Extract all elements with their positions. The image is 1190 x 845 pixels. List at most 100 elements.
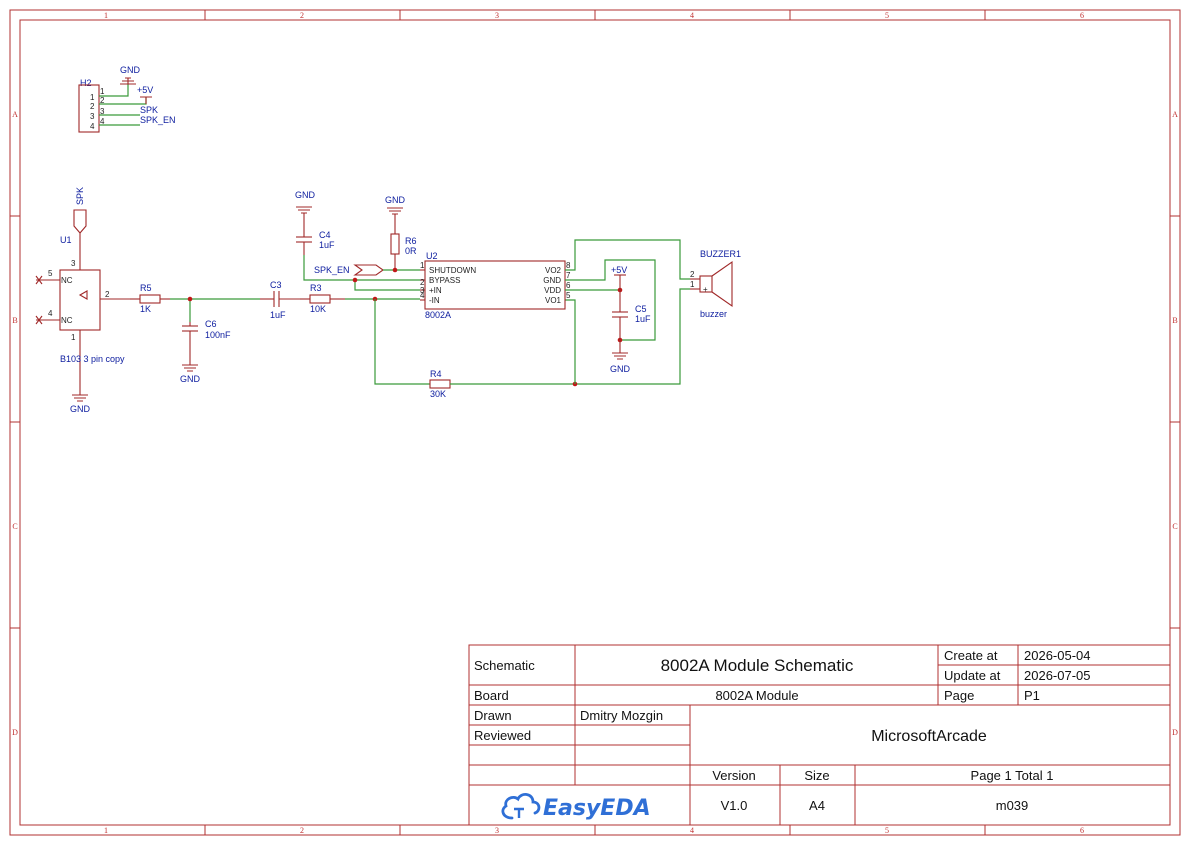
r6-resistor[interactable]: GND R6 0R <box>385 195 417 270</box>
nc-label: NC <box>61 316 73 325</box>
col-label: 3 <box>495 11 499 20</box>
tb-drawn-label: Drawn <box>474 708 512 723</box>
tb-drawn-value: Dmitry Mozgin <box>580 708 663 723</box>
tb-reviewed-label: Reviewed <box>474 728 531 743</box>
tb-board-label: Board <box>474 688 509 703</box>
col-label: 5 <box>885 826 889 835</box>
u1-net-spk: SPK <box>75 187 85 205</box>
row-label: C <box>12 522 17 531</box>
buzzer[interactable]: BUZZER1 2 1 + buzzer <box>690 249 741 319</box>
ic-pin-label: -IN <box>429 296 440 305</box>
r4-ref: R4 <box>430 369 442 379</box>
r5-ref: R5 <box>140 283 152 293</box>
c5-value: 1uF <box>635 314 651 324</box>
c4-value: 1uF <box>319 240 335 250</box>
r5-resistor[interactable]: R5 1K <box>130 283 170 314</box>
wire <box>450 288 690 385</box>
net-gnd: GND <box>120 65 141 75</box>
ic-pin-label: VO2 <box>545 266 562 275</box>
row-label: C <box>1172 522 1177 531</box>
c3-capacitor[interactable]: C3 1uF <box>260 280 300 320</box>
wire <box>565 259 656 341</box>
c3-value: 1uF <box>270 310 286 320</box>
ic-pin-label: +IN <box>429 286 442 295</box>
row-label: A <box>12 110 18 119</box>
pin-number: 6 <box>566 281 571 290</box>
c6-capacitor[interactable]: C6 100nF GND <box>180 319 231 384</box>
col-label: 4 <box>690 11 694 20</box>
pin-number: 4 <box>48 309 53 318</box>
r3-ref: R3 <box>310 283 322 293</box>
pin-number: 1 <box>690 280 695 289</box>
col-label: 1 <box>104 826 108 835</box>
row-label: B <box>12 316 17 325</box>
net-flag-spk-en[interactable]: SPK_EN <box>314 264 384 276</box>
r6-ref: R6 <box>405 236 417 246</box>
nc-label: NC <box>61 276 73 285</box>
buzzer-value: buzzer <box>700 309 727 319</box>
title-block: Schematic 8002A Module Schematic Create … <box>468 644 1171 826</box>
wire <box>303 255 420 281</box>
ic-pin-label: VDD <box>544 286 561 295</box>
tb-size-value: A4 <box>809 798 825 813</box>
row-label: D <box>12 728 18 737</box>
ic-8002a[interactable]: U2 1 2 3 4 SHUTDOWN BYPASS +IN -IN VO2 G… <box>420 251 571 320</box>
r3-resistor[interactable]: R3 10K <box>300 283 345 314</box>
r6-value: 0R <box>405 246 417 256</box>
wire <box>374 299 430 385</box>
c5-vcc: +5V <box>611 265 627 275</box>
buzzer-ref: BUZZER1 <box>700 249 741 259</box>
pin-number: 2 <box>420 278 425 287</box>
r3-value: 10K <box>310 304 326 314</box>
spk-en-label: SPK_EN <box>314 265 350 275</box>
pin-number: 8 <box>566 261 571 270</box>
r4-resistor[interactable]: R4 30K <box>429 369 451 399</box>
tb-board-value: 8002A Module <box>715 688 798 703</box>
wire <box>565 239 690 280</box>
connector-h2[interactable]: H2 1 2 3 4 1 2 3 4 GND +5V SPK SPK_EN <box>78 65 176 133</box>
col-label: 3 <box>495 826 499 835</box>
col-label: 6 <box>1080 11 1084 20</box>
u1-part: B103 3 pin copy <box>60 354 125 364</box>
pin-number: 3 <box>100 107 105 116</box>
c6-gnd: GND <box>180 374 201 384</box>
c6-value: 100nF <box>205 330 231 340</box>
c5-capacitor[interactable]: +5V C5 1uF GND <box>610 265 651 374</box>
pin-number: 1 <box>90 93 95 102</box>
pin-number: 7 <box>566 271 571 280</box>
col-label: 2 <box>300 826 304 835</box>
tb-page-total: Page 1 Total 1 <box>971 768 1054 783</box>
pin-number: 2 <box>100 96 105 105</box>
wire <box>354 280 420 291</box>
pin-number: 2 <box>690 270 695 279</box>
ic-pin-label: BYPASS <box>429 276 460 285</box>
net-spk: SPK <box>140 105 158 115</box>
tb-schematic-title: 8002A Module Schematic <box>661 656 854 675</box>
col-label: 2 <box>300 11 304 20</box>
u1-ref: U1 <box>60 235 72 245</box>
ic-pin-label: GND <box>543 276 561 285</box>
wire <box>565 299 576 384</box>
r6-gnd: GND <box>385 195 406 205</box>
c3-ref: C3 <box>270 280 282 290</box>
pin-number: 5 <box>48 269 53 278</box>
tb-page-label: Page <box>944 688 974 703</box>
c6-ref: C6 <box>205 319 217 329</box>
u1-pot[interactable]: SPK U1 3 5 NC 4 NC 2 1 B103 3 pin copy G… <box>35 187 130 414</box>
pin-number: 2 <box>90 102 95 111</box>
tb-create-date: 2026-05-04 <box>1024 648 1091 663</box>
tb-doc-id: m039 <box>996 798 1029 813</box>
tb-update-date: 2026-07-05 <box>1024 668 1091 683</box>
ic-name: 8002A <box>425 310 451 320</box>
col-label: 6 <box>1080 826 1084 835</box>
tb-schematic-label: Schematic <box>474 658 535 673</box>
h2-ref: H2 <box>80 78 92 88</box>
row-label: A <box>1172 110 1178 119</box>
pin-number: 3 <box>90 112 95 121</box>
pin-number: 4 <box>90 122 95 131</box>
pin-number: 3 <box>71 259 76 268</box>
col-label: 4 <box>690 826 694 835</box>
c4-capacitor[interactable]: GND C4 1uF <box>295 190 335 255</box>
r4-value: 30K <box>430 389 446 399</box>
